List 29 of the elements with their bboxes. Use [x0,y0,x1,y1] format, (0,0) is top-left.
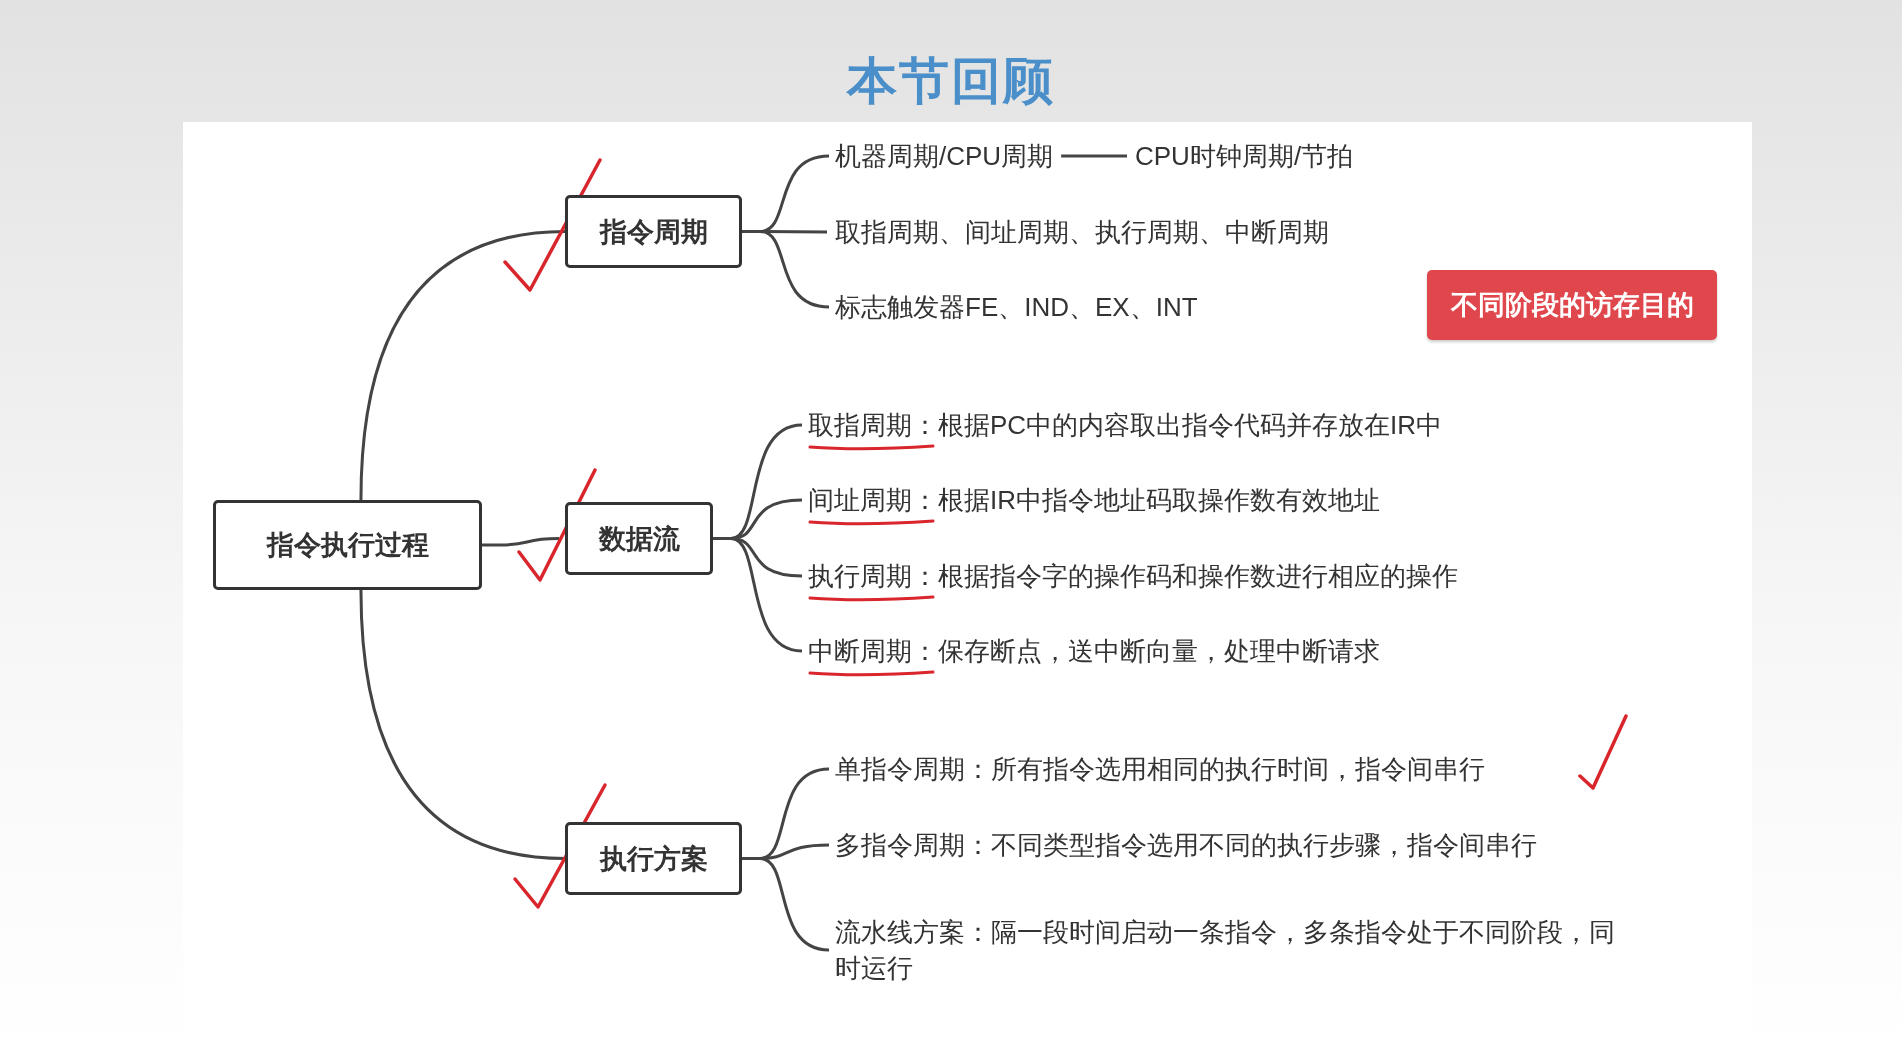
branch-text: 间址周期：根据IR中指令地址码取操作数有效地址 [808,482,1380,518]
branch-text: 标志触发器FE、IND、EX、INT [835,289,1198,325]
branch-line [713,537,803,653]
branch-text: 执行周期：根据指令字的操作码和操作数进行相应的操作 [808,558,1458,594]
topic-box [565,822,742,895]
branch-line [742,230,830,309]
branch-text: CPU时钟周期/节拍 [1135,138,1354,174]
branch-line [482,537,560,547]
branch-text: 流水线方案：隔一段时间启动一条指令，多条指令处于不同阶段，同时运行 [835,914,1615,986]
node-text: 指令周期 [599,215,708,249]
branch-line [742,857,830,952]
branch-text: 中断周期：保存断点，送中断向量，处理中断请求 [808,633,1380,669]
topic-box [565,195,742,268]
topic-box [213,500,482,590]
slide-title: 本节回顾 [845,52,1056,111]
branch-text: 单指令周期：所有指令选用相同的执行时间，指令间串行 [835,751,1485,787]
node-text: 执行方案 [599,842,708,876]
branch-line [1061,154,1127,158]
topic-box [565,502,713,575]
highlight-tag [1427,270,1717,340]
branch-text: 机器周期/CPU周期 [835,138,1054,174]
node-text: 不同阶段的访存目的 [1450,289,1694,322]
branch-line [359,589,566,860]
branch-text: 取指周期、间址周期、执行周期、中断周期 [835,214,1329,250]
branch-line [359,230,566,501]
node-text: 指令执行过程 [266,529,429,562]
node-text: 数据流 [598,522,680,556]
branch-text: 取指周期：根据PC中的内容取出指令代码并存放在IR中 [808,407,1443,443]
branch-text: 多指令周期：不同类型指令选用不同的执行步骤，指令间串行 [835,827,1537,863]
